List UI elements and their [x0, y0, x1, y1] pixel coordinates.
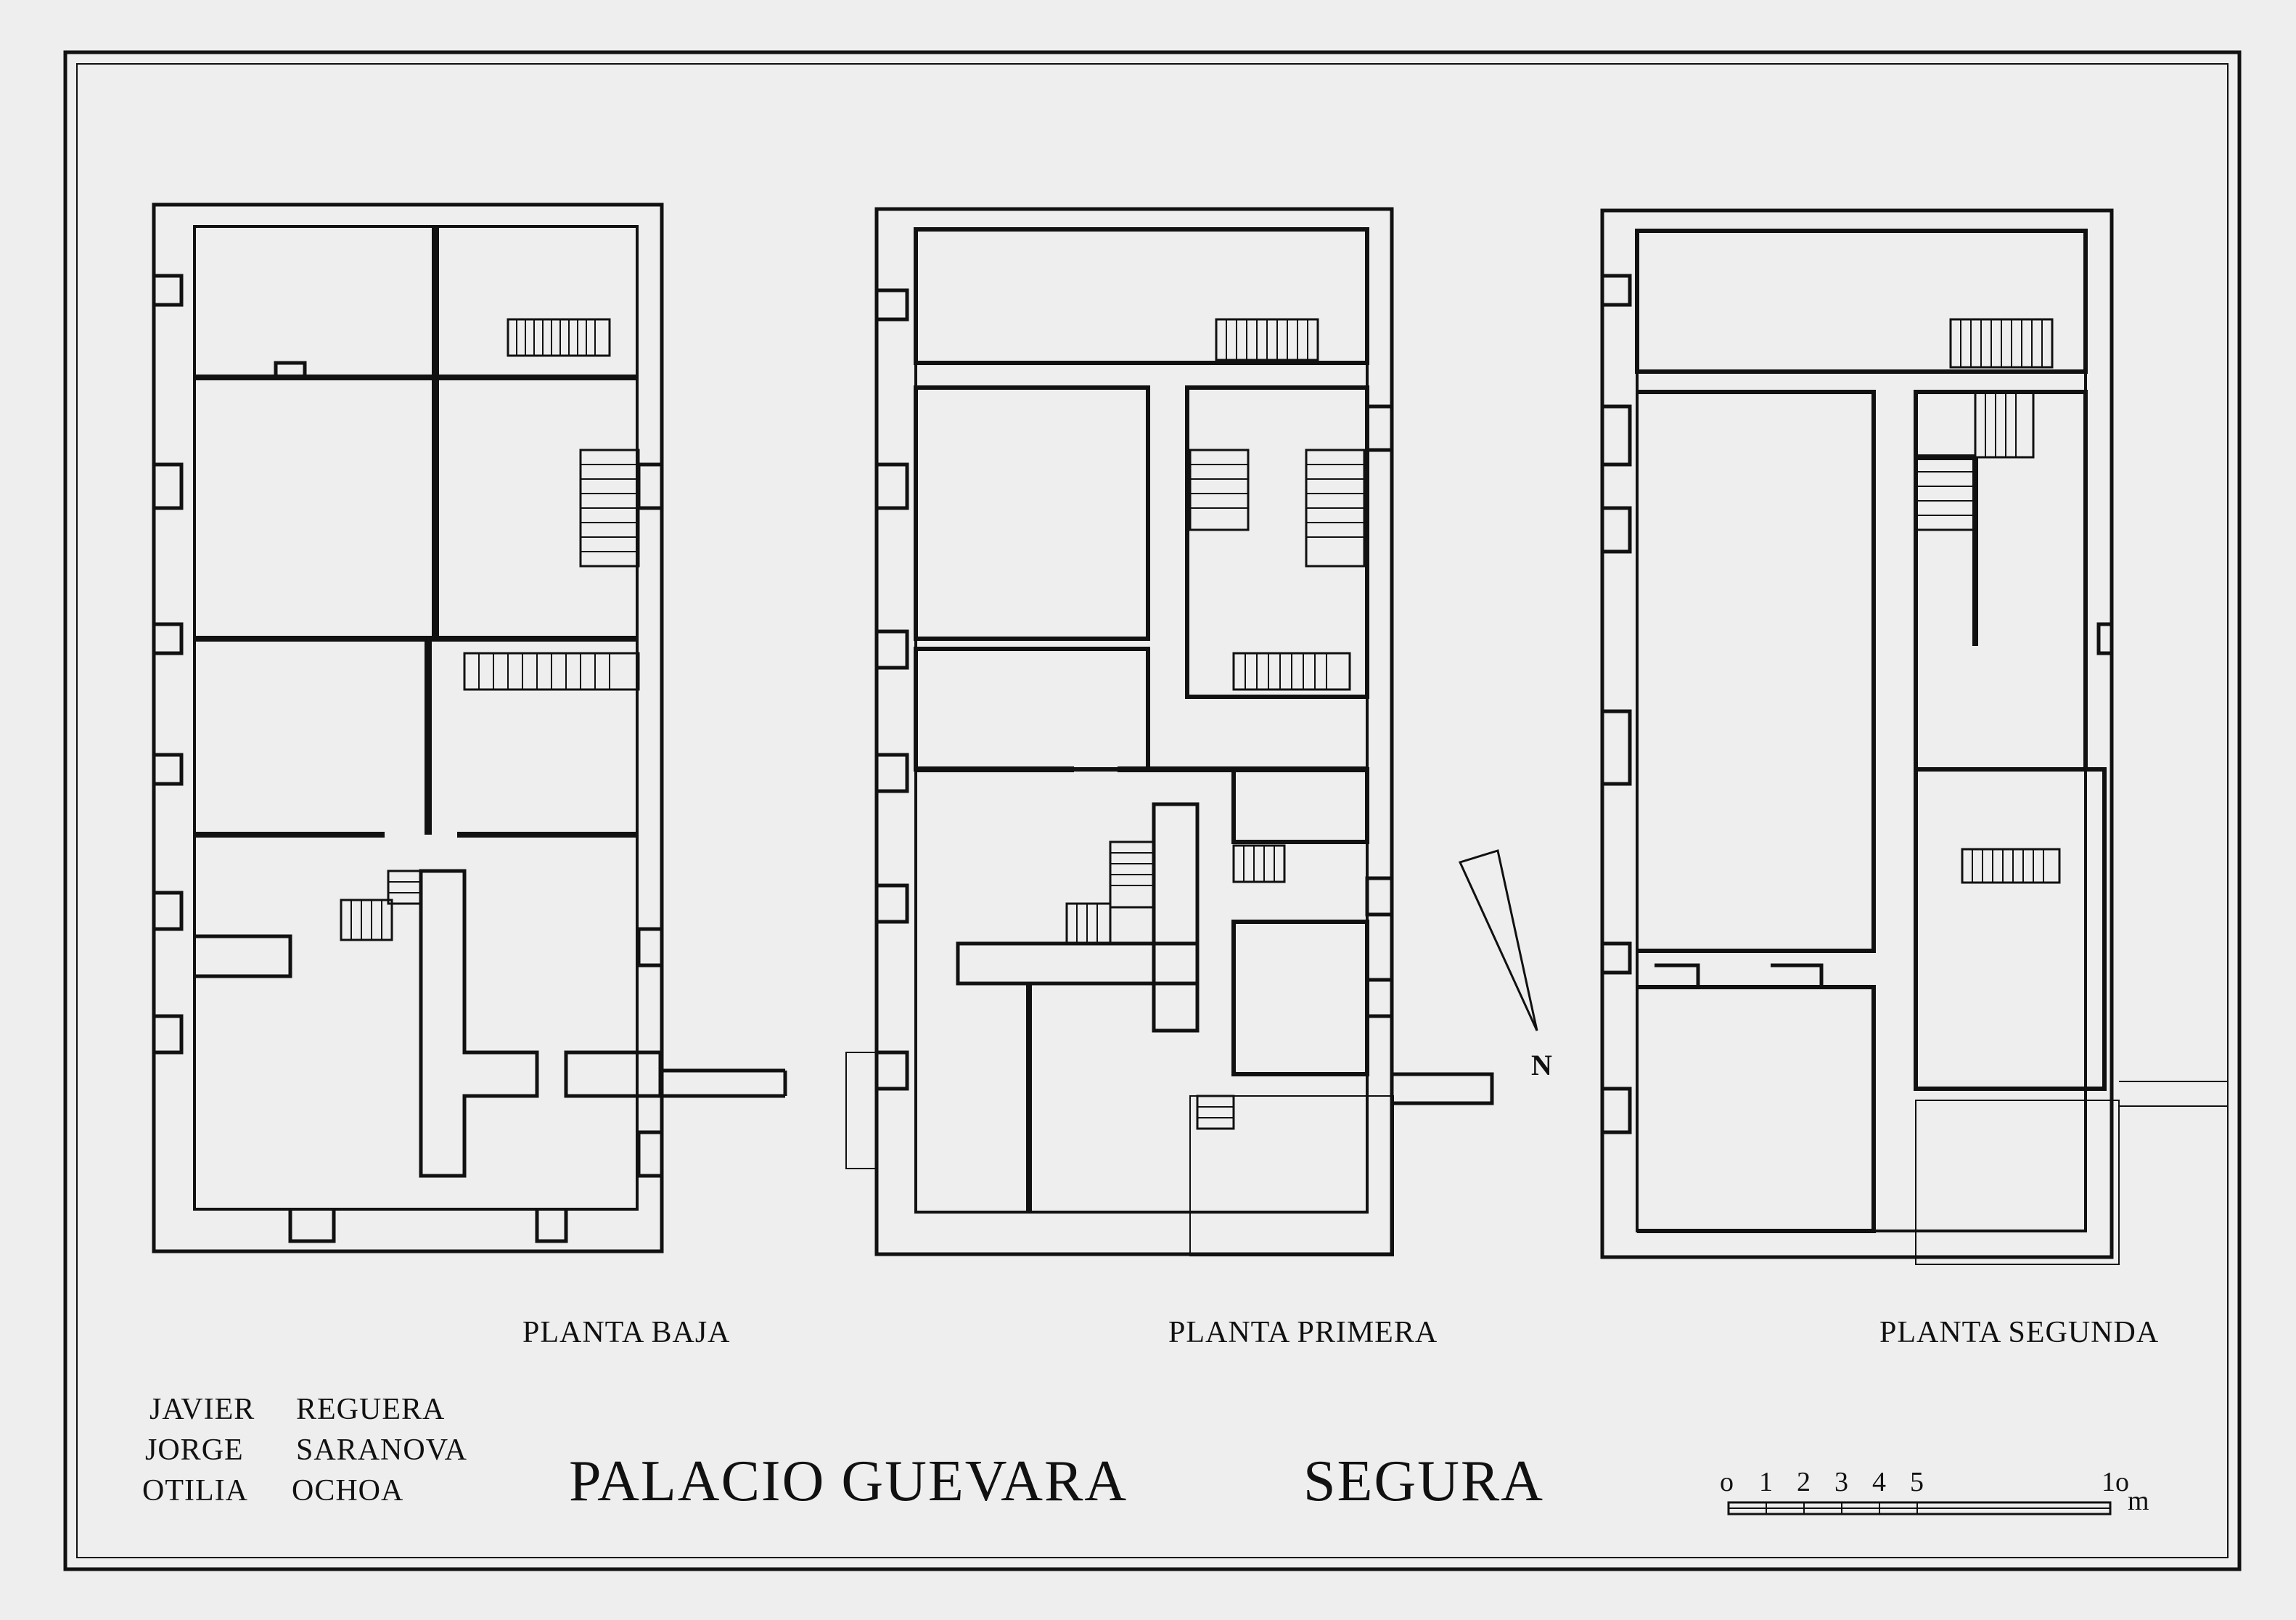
author-last-name: SARANOVA	[296, 1433, 467, 1467]
scale-tick-label: 5	[1910, 1467, 1924, 1497]
plan-label-ground: PLANTA BAJA	[522, 1316, 731, 1349]
author-last-name: OCHOA	[292, 1474, 404, 1508]
author-first-name: JAVIER	[149, 1393, 255, 1426]
town-name: SEGURA	[1303, 1449, 1545, 1513]
north-arrow-icon	[1458, 849, 1538, 1031]
sheet-border	[63, 50, 2242, 1571]
scale-tick-label: 4	[1872, 1467, 1886, 1497]
scale-tick-label: 1	[1759, 1467, 1773, 1497]
author-last-name: REGUERA	[296, 1393, 446, 1426]
stairs-first	[1065, 318, 1366, 1130]
plan-label-first: PLANTA PRIMERA	[1168, 1316, 1438, 1349]
scale-tick-label: 3	[1834, 1467, 1848, 1497]
floor-plan-first	[845, 207, 1494, 1256]
north-label: N	[1531, 1049, 1552, 1081]
scale-bar	[1727, 1501, 2112, 1515]
plan-label-second: PLANTA SEGUNDA	[1879, 1316, 2160, 1349]
scale-end-label: 1o	[2102, 1467, 2129, 1497]
scale-tick-label: o	[1720, 1467, 1734, 1497]
stairs-second	[1914, 318, 2061, 884]
floor-plan-ground	[152, 202, 787, 1253]
author-first-name: JORGE	[145, 1433, 244, 1467]
scale-unit-label: m	[2128, 1486, 2149, 1516]
stairs-ground	[340, 318, 640, 941]
author-first-name: OTILIA	[142, 1474, 248, 1508]
scale-tick-label: 2	[1797, 1467, 1811, 1497]
building-name: PALACIO GUEVARA	[569, 1449, 1128, 1513]
floor-plan-second	[1600, 208, 2228, 1265]
